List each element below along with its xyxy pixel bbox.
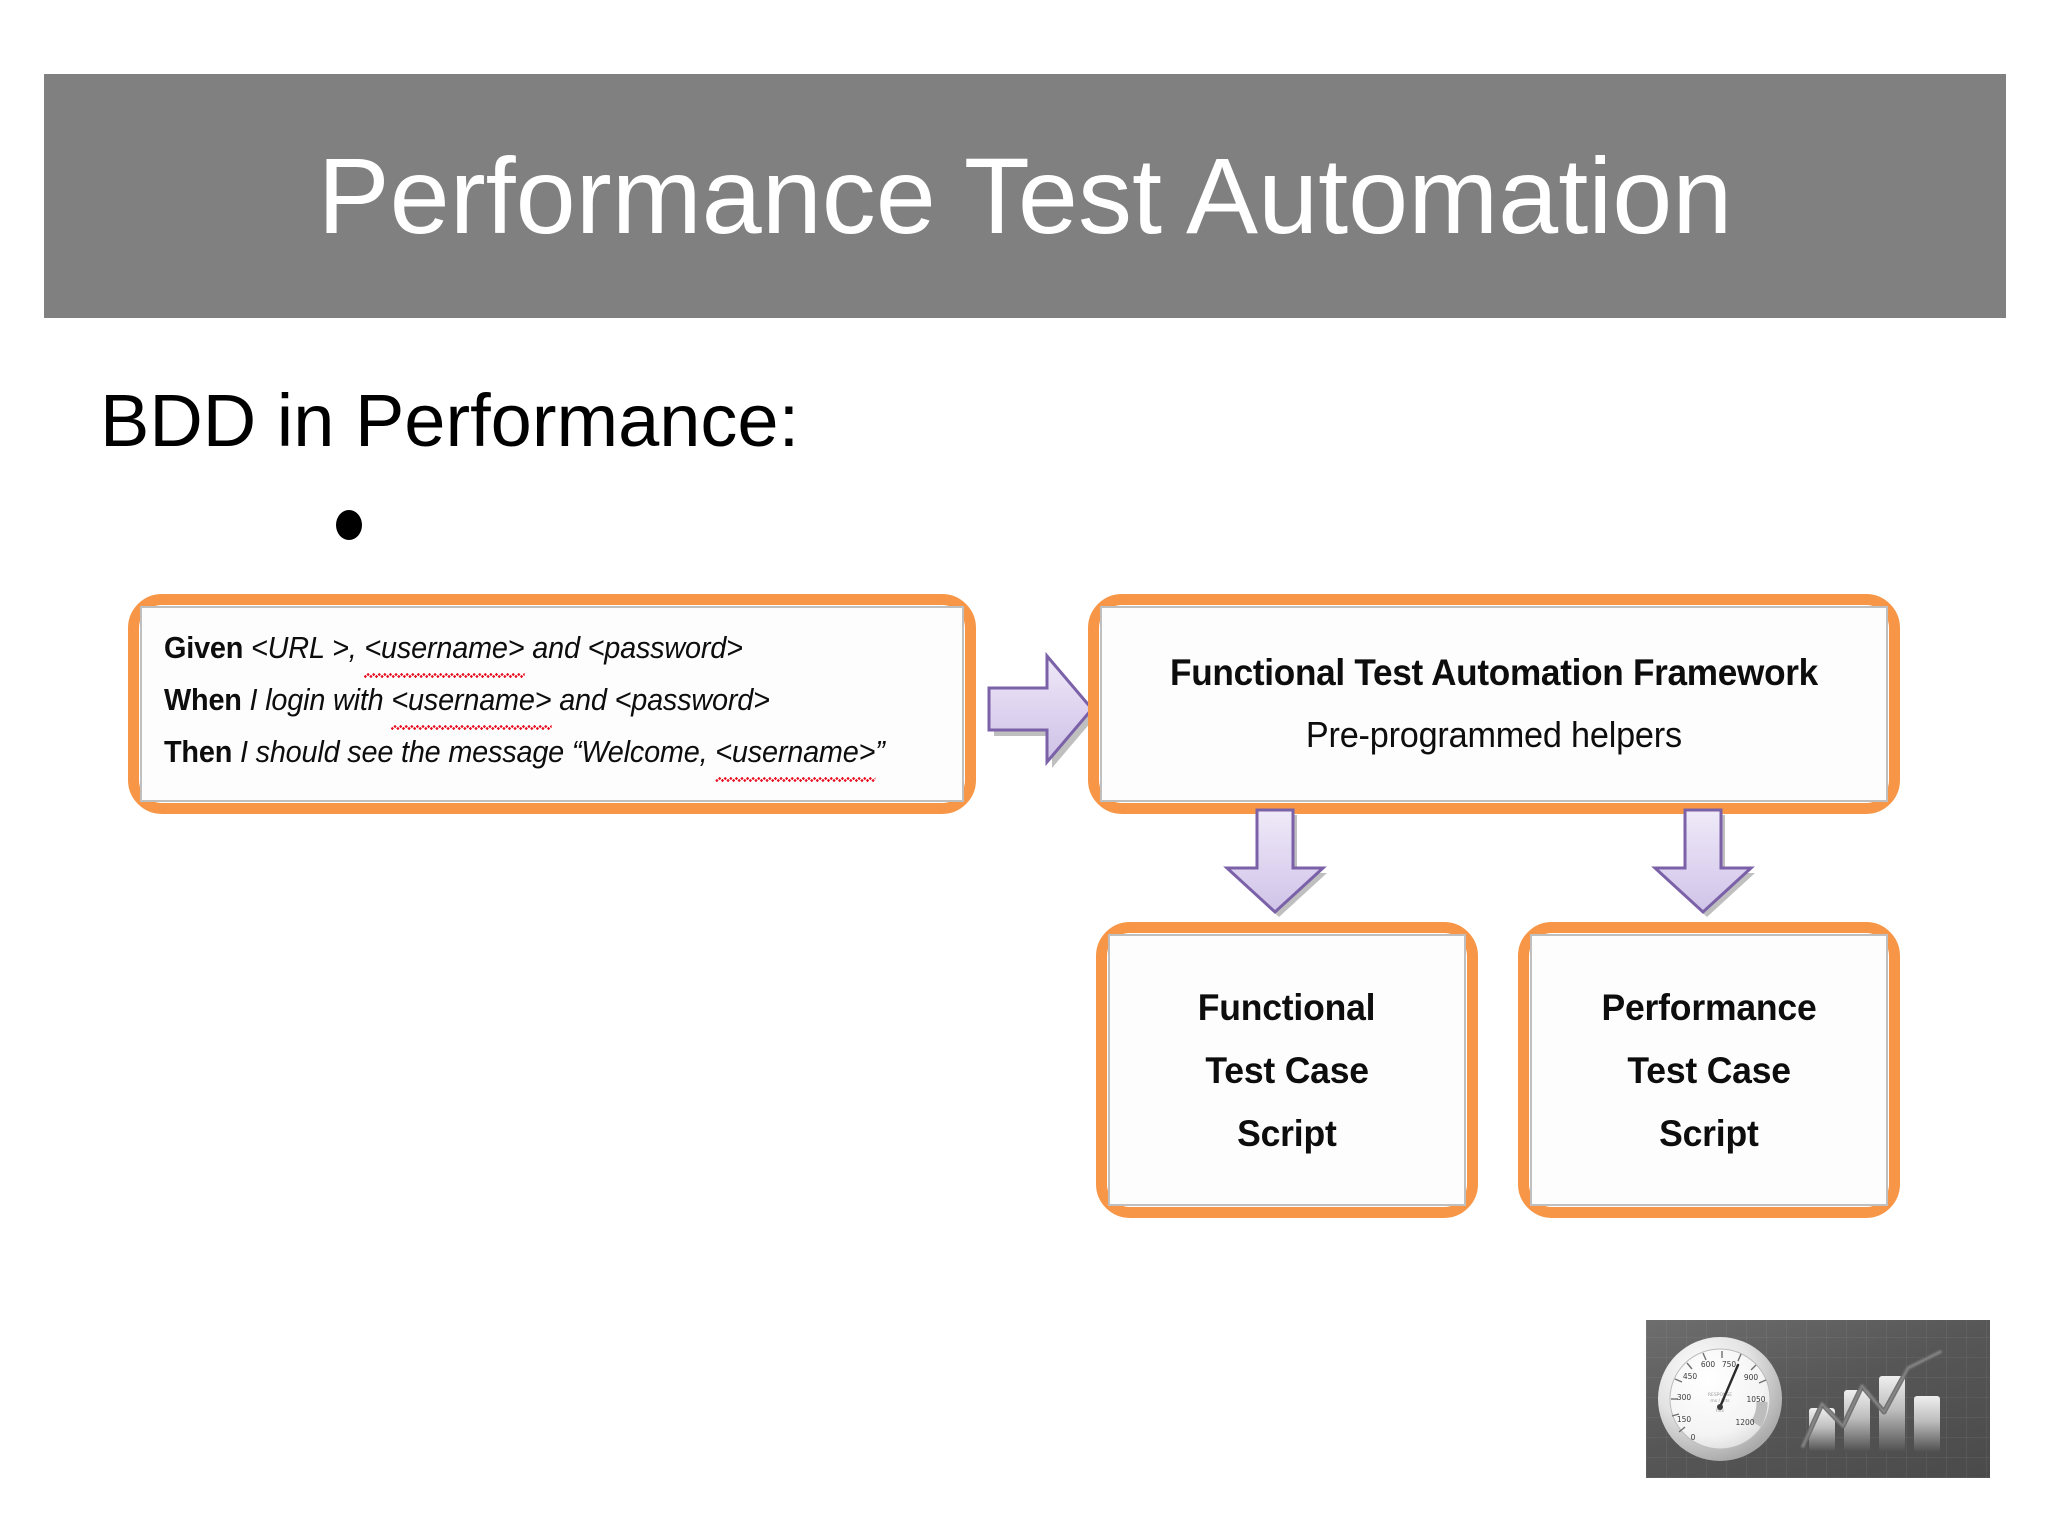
subheading: BDD in Performance: bbox=[100, 379, 800, 462]
svg-text:150: 150 bbox=[1677, 1415, 1692, 1424]
gherkin-placeholder-username-2: <username> bbox=[391, 674, 551, 726]
svg-text:hits: hits bbox=[1716, 1408, 1725, 1414]
performance-script-inner: Performance Test Case Script bbox=[1530, 934, 1888, 1206]
gherkin-line-then: Then I should see the message “Welcome, … bbox=[164, 726, 906, 778]
functional-script-line-3: Script bbox=[1237, 1112, 1337, 1154]
arrow-down-right-icon bbox=[1650, 806, 1756, 917]
gherkin-line-given: Given <URL >, <username> and <password> bbox=[164, 622, 906, 674]
svg-text:1050: 1050 bbox=[1746, 1395, 1765, 1404]
functional-script-line-2: Test Case bbox=[1205, 1049, 1369, 1091]
gherkin-tail-given: and <password> bbox=[524, 630, 743, 665]
performance-script-card: Performance Test Case Script bbox=[1518, 922, 1900, 1218]
framework-title: Functional Test Automation Framework bbox=[1170, 652, 1818, 693]
arrow-right-icon bbox=[984, 650, 1097, 768]
bullet-point bbox=[336, 510, 376, 550]
bdd-scenario-inner: Given <URL >, <username> and <password> … bbox=[140, 606, 964, 802]
functional-script-card: Functional Test Case Script bbox=[1096, 922, 1478, 1218]
framework-subtitle: Pre-programmed helpers bbox=[1306, 714, 1682, 755]
gherkin-tail-then: ” bbox=[875, 734, 885, 769]
svg-text:900: 900 bbox=[1744, 1373, 1759, 1382]
performance-script-line-3: Script bbox=[1659, 1112, 1759, 1154]
svg-text:600: 600 bbox=[1701, 1360, 1716, 1369]
svg-text:ms / hits: ms / hits bbox=[1710, 1398, 1730, 1404]
svg-text:450: 450 bbox=[1683, 1372, 1698, 1381]
bdd-scenario-card: Given <URL >, <username> and <password> … bbox=[128, 594, 976, 814]
svg-text:RESPONSE: RESPONSE bbox=[1708, 1392, 1732, 1398]
bullet-dot-icon bbox=[336, 510, 362, 540]
performance-script-line-2: Test Case bbox=[1627, 1049, 1791, 1091]
functional-script-inner: Functional Test Case Script bbox=[1108, 934, 1466, 1206]
gherkin-placeholder-username-3: <username> bbox=[715, 726, 875, 778]
svg-text:0: 0 bbox=[1691, 1433, 1696, 1442]
gherkin-text-given: <URL >, bbox=[243, 630, 365, 665]
svg-text:750: 750 bbox=[1722, 1360, 1737, 1369]
svg-text:300: 300 bbox=[1677, 1393, 1692, 1402]
page-title: Performance Test Automation bbox=[317, 135, 1733, 256]
slide-title-band: Performance Test Automation bbox=[44, 74, 2006, 318]
arrow-down-left-icon bbox=[1222, 806, 1328, 917]
framework-card-inner: Functional Test Automation Framework Pre… bbox=[1100, 606, 1888, 802]
gherkin-keyword-given: Given bbox=[164, 630, 244, 665]
framework-card: Functional Test Automation Framework Pre… bbox=[1088, 594, 1900, 814]
performance-gauge-image: 0 150 300 450 600 750 900 1050 1200 RESP… bbox=[1646, 1320, 1990, 1478]
gherkin-keyword-then: Then bbox=[164, 734, 233, 769]
svg-text:1200: 1200 bbox=[1735, 1418, 1754, 1427]
performance-script-line-1: Performance bbox=[1601, 986, 1817, 1028]
gherkin-placeholder-username-1: <username> bbox=[364, 622, 524, 674]
functional-script-line-1: Functional bbox=[1198, 986, 1376, 1028]
gherkin-text-then: I should see the message “Welcome, bbox=[232, 734, 716, 769]
gherkin-keyword-when: When bbox=[164, 682, 242, 717]
gherkin-text-when: I login with bbox=[241, 682, 392, 717]
gherkin-line-when: When I login with <username> and <passwo… bbox=[164, 674, 906, 726]
gherkin-tail-when: and <password> bbox=[551, 682, 770, 717]
